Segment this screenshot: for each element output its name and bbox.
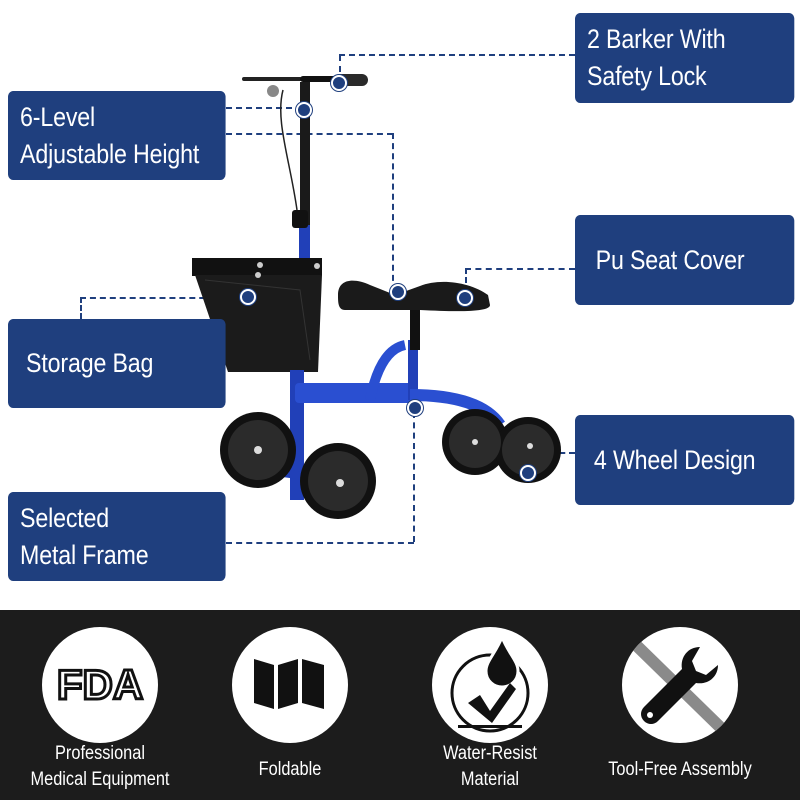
callout-dot-wheels[interactable] (520, 465, 536, 481)
feature-caption: Tool-Free Assembly (594, 757, 766, 783)
connector-brakes-h (339, 54, 575, 56)
caption-line: Water-Resist (443, 743, 537, 764)
feature-medical: FDA Professional Medical Equipment (0, 610, 200, 800)
features-band: FDA Professional Medical Equipment Folda… (0, 610, 800, 800)
callout-label-seat: Pu Seat Cover (575, 215, 795, 305)
folded-map-icon (232, 627, 348, 743)
fda-logo-icon: FDA (42, 627, 158, 743)
callout-label-brakes: 2 Barker With Safety Lock (575, 13, 795, 103)
caption-line: Foldable (258, 759, 322, 780)
callout-label-wheels: 4 Wheel Design (575, 415, 795, 505)
caption-line: Material (460, 769, 520, 790)
water-drop-check-icon (432, 627, 548, 743)
wrench-crossed-icon (622, 627, 738, 743)
callout-text-line: Safety Lock (587, 61, 707, 91)
feature-water-resist: Water-Resist Material (390, 610, 590, 800)
callout-text-line: 2 Barker With (587, 24, 726, 54)
caption-line: Medical Equipment (30, 769, 170, 790)
connector-seat-v (465, 268, 467, 292)
callout-text-line: Storage Bag (26, 348, 154, 378)
callout-text-line: Pu Seat Cover (595, 244, 745, 275)
callout-text-line: Adjustable Height (20, 138, 200, 169)
callout-dot-seat-right[interactable] (457, 290, 473, 306)
callout-text-line: 4 Wheel Design (593, 444, 756, 475)
callout-dot-bag[interactable] (240, 289, 256, 305)
feature-foldable: Foldable (190, 610, 390, 800)
connector-brakes-v (339, 55, 341, 83)
connector-frame-h (226, 542, 414, 544)
callout-text-line: 6-Level (20, 101, 95, 132)
product-diagram: 2 Barker With Safety Lock 6-Level Adjust… (8, 13, 795, 581)
callout-text-line: Selected (20, 502, 110, 533)
callout-label-frame: Selected Metal Frame (8, 492, 226, 581)
connector-height-3 (392, 133, 394, 291)
connector-bag-v (80, 297, 82, 319)
callout-dot-brakes[interactable] (331, 75, 347, 91)
callout-text-line: Metal Frame (20, 539, 149, 570)
callout-dot-seat-left[interactable] (390, 284, 406, 300)
connector-height-1 (226, 107, 302, 109)
connector-frame-v (413, 412, 415, 542)
caption-line: Tool-Free Assembly (608, 759, 752, 780)
feature-caption: Water-Resist Material (404, 741, 576, 793)
caption-line: Professional (55, 743, 145, 764)
knee-scooter-illustration (192, 74, 561, 519)
feature-caption: Professional Medical Equipment (14, 741, 186, 793)
feature-tool-free: Tool-Free Assembly (580, 610, 780, 800)
callout-dot-height[interactable] (296, 102, 312, 118)
connector-bag-h (80, 297, 245, 299)
feature-caption: Foldable (204, 757, 376, 783)
callout-label-height: 6-Level Adjustable Height (8, 91, 226, 180)
fda-text: FDA (57, 661, 143, 708)
connector-seat-h (465, 268, 575, 270)
callout-label-bag: Storage Bag (8, 319, 226, 408)
callout-dot-frame[interactable] (407, 400, 423, 416)
